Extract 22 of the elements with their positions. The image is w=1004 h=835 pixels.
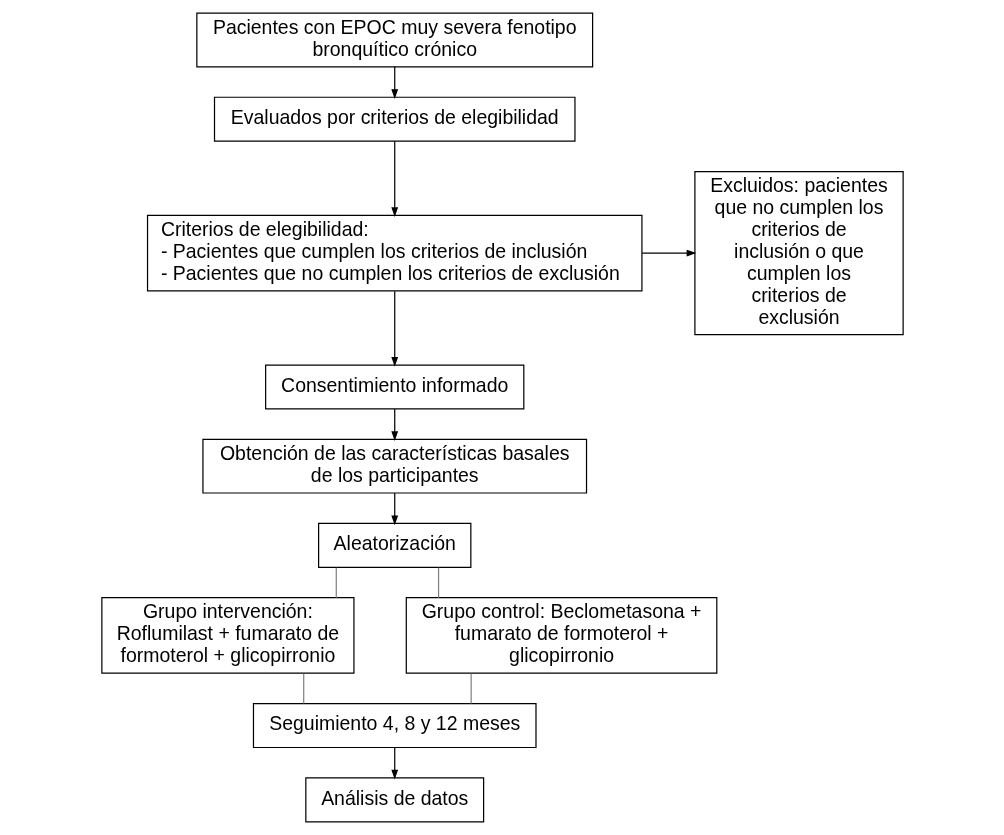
arrow [390,66,398,99]
connector [437,567,439,599]
node-box: Seguimiento 4, 8 y 12 meses [252,703,537,749]
connector [470,673,472,705]
arrow [390,290,398,367]
node-box: Excluidos: pacientes que no cumplen los criterios de inclusión o que cumplen los criterios de exclusión [693,170,904,336]
node-box: Obtención de las características basales de los participantes [201,438,587,494]
node-box: Análisis de datos [304,777,484,823]
connector [335,567,337,599]
node-box: Pacientes con EPOC muy severa fenotipo bronquítico crónico [195,12,593,68]
arrow [390,747,398,780]
node-box: Evaluados por criterios de elegibilidad [213,96,576,142]
node-box: Criterios de elegibilidad: - Pacientes que cumplen los criterios de inclusión - Pacientes que no cumplen los criterios de exclusión [146,214,643,292]
node-box: Grupo control: Beclometasona + fumarato de formoterol + glicopirronio [405,597,717,674]
node-box: Aleatorización [317,522,471,568]
connector [302,673,304,705]
node-box: Consentimiento informado [264,364,524,410]
arrow [390,140,398,218]
arrow [390,492,398,526]
arrow [641,249,696,257]
node-box: Grupo intervención: Roflumilast + fumarato de formoterol + glicopirronio [100,597,355,674]
arrow [390,408,398,442]
